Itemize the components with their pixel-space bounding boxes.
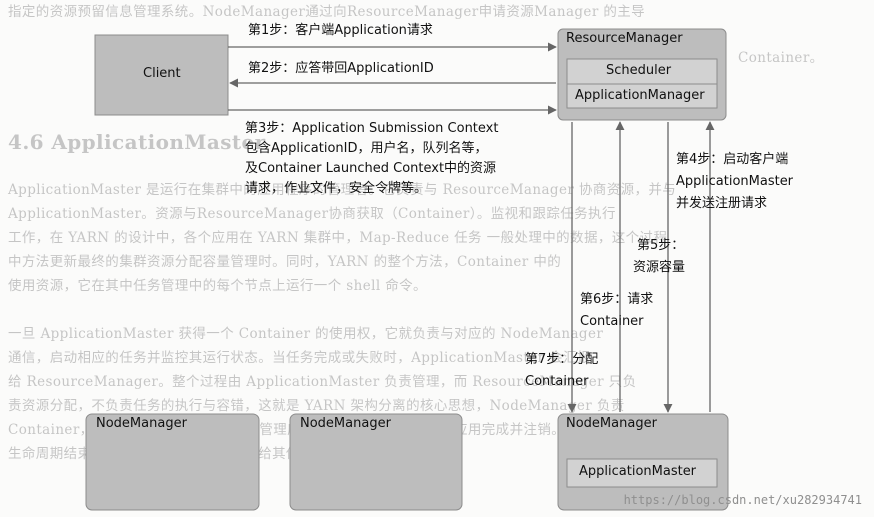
bg-line-3: ApplicationMaster 是运行在集群中的应用程序的管理者。它负责与 …	[8, 182, 677, 198]
bg-line-9: 通信，启动相应的任务并监控其运行状态。当任务完成或失败时，Application…	[8, 350, 591, 366]
step3-line-2: 包含ApplicationID，用户名，队列名等，	[245, 141, 488, 156]
node-manager-1-box	[85, 413, 260, 511]
step6-line-1: 第6步：请求	[580, 292, 654, 307]
bg-line-2: 4.6 ApplicationMaster	[8, 130, 266, 154]
watermark: https://blog.csdn.net/xu282934741	[623, 493, 862, 507]
application-manager-box	[566, 83, 718, 109]
bg-line-7: 使用资源，它在其中任务管理中的每个节点上运行一个 shell 命令。	[8, 278, 427, 294]
bg-line-0: 指定的资源预留信息管理系统。NodeManager通过向ResourceMana…	[8, 4, 646, 20]
step3-line-4: 请求，作业文件，安全令牌等。	[245, 181, 428, 196]
node-manager-3-label: NodeManager	[566, 416, 657, 431]
scheduler-box	[566, 58, 718, 85]
step4-line-1: 第4步：启动客户端	[676, 152, 789, 167]
bg-line-4: ApplicationMaster。资源与ResourceManager协商获取…	[8, 206, 616, 222]
step7-line-1: 第7步：分配	[525, 352, 599, 367]
bg-line-6: 中方法更新最终的集群资源分配容量管理时。同时，YARN 的整个方法，Contai…	[8, 254, 562, 270]
bg-line-10: 给 ResourceManager。整个过程由 ApplicationMaste…	[8, 374, 637, 390]
bg-line-11: 责资源分配，不负责任务的执行与容错，这就是 YARN 架构分离的核心思想，Nod…	[8, 398, 625, 414]
application-master-label: ApplicationMaster	[579, 464, 697, 479]
scheduler-label: Scheduler	[606, 63, 672, 78]
application-manager-label: ApplicationManager	[575, 88, 705, 103]
step5-line-1: 第5步：	[637, 238, 685, 253]
step2-label: 第2步：应答带回ApplicationID	[248, 61, 434, 76]
bg-line-1: Container。	[738, 50, 824, 66]
step1-label: 第1步：客户端Application请求	[248, 23, 433, 38]
step3-line-3: 及Container Launched Context中的资源	[245, 161, 497, 176]
client-label: Client	[143, 66, 181, 81]
step4-line-3: 并发送注册请求	[676, 196, 768, 211]
step6-line-2: Container	[580, 314, 644, 329]
resource-manager-label: ResourceManager	[566, 31, 683, 46]
node-manager-2-label: NodeManager	[300, 416, 391, 431]
bg-line-5: 工作，在 YARN 的设计中，各个应用在 YARN 集群中，Map-Reduce…	[8, 230, 668, 246]
step5-line-2: 资源容量	[633, 260, 686, 275]
node-manager-1-label: NodeManager	[96, 416, 187, 431]
application-master-box	[566, 458, 718, 488]
client-box	[94, 34, 229, 116]
step7-line-2: Container	[525, 374, 589, 389]
step3-line-1: 第3步：Application Submission Context	[245, 121, 499, 136]
bg-line-8: 一旦 ApplicationMaster 获得一个 Container 的使用权…	[8, 326, 604, 342]
node-manager-2-box	[289, 413, 463, 511]
step4-line-2: ApplicationMaster	[676, 174, 794, 189]
